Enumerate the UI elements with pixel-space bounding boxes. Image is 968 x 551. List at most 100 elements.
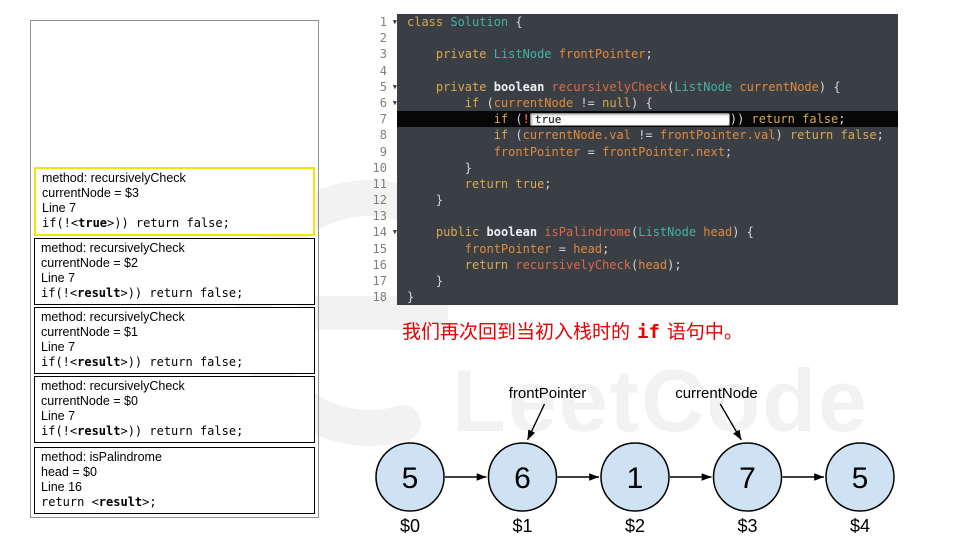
- code-line-highlighted: if (!true)) return false;: [397, 111, 898, 128]
- code-line: frontPointer = frontPointer.next;: [407, 144, 898, 160]
- frame-variable: currentNode = $0: [41, 394, 138, 408]
- fold-chevron-icon[interactable]: ▼: [392, 18, 397, 26]
- gutter-row: 16: [366, 257, 397, 273]
- gutter-row: 3: [366, 46, 397, 62]
- node-value: 5: [402, 462, 419, 495]
- code-token: [407, 258, 465, 272]
- code-token: ;: [838, 112, 846, 127]
- node-address-label: $0: [400, 516, 420, 536]
- code-token: (: [508, 128, 523, 143]
- code-token: !: [522, 112, 530, 127]
- code-token: );: [667, 257, 682, 272]
- line-number: 17: [372, 274, 387, 288]
- code-line: [407, 208, 898, 224]
- list-node: [712, 442, 783, 512]
- frame-line-number: Line 7: [41, 340, 76, 354]
- code-line: [407, 30, 898, 46]
- code-token: return: [751, 112, 795, 127]
- line-number: 10: [372, 160, 387, 175]
- code-token: [407, 225, 436, 239]
- code-token: ): [775, 128, 790, 143]
- code-token: head: [573, 241, 603, 256]
- pointer-label-frontPointer: frontPointer: [509, 385, 587, 402]
- gutter-row: 1▼: [366, 14, 397, 30]
- code-token: frontPointer: [493, 144, 581, 159]
- code-token: }: [407, 274, 444, 288]
- code-token: ;: [724, 144, 733, 159]
- call-stack-panel: method: recursivelyCheck currentNode = $3…: [30, 20, 319, 518]
- code-token: private: [435, 79, 487, 94]
- gutter-row: 10: [366, 160, 397, 176]
- code-token: boolean: [493, 79, 545, 94]
- gutter-row: 2: [366, 30, 397, 46]
- code-token: currentNode: [493, 95, 574, 110]
- frame-method: method: recursivelyCheck: [41, 241, 185, 255]
- code-token: class: [407, 15, 444, 29]
- list-node: [825, 442, 895, 512]
- code-token: head: [703, 225, 733, 240]
- watermark-text: LeetCode: [452, 351, 869, 450]
- frame-code: if(!<result>)) return false;: [41, 286, 244, 300]
- pointer-arrow-currentNode: [719, 403, 742, 441]
- code-token: [407, 96, 465, 110]
- code-token: !=: [573, 95, 603, 110]
- fold-chevron-icon[interactable]: ▼: [392, 82, 397, 91]
- code-token: return: [464, 257, 509, 272]
- frame-code: if(!<result>)) return false;: [41, 355, 244, 369]
- line-number: 14: [372, 225, 387, 240]
- gutter-row: 7: [366, 111, 397, 127]
- code-token: ;: [876, 128, 884, 143]
- code-token: ListNode: [638, 225, 697, 240]
- code-line: class Solution {: [407, 14, 898, 30]
- editor-code-panel: class Solution { private ListNode frontP…: [397, 14, 898, 306]
- code-token: ) {: [631, 95, 653, 110]
- code-token: public: [435, 225, 480, 240]
- code-token: (: [479, 95, 494, 110]
- code-token: if: [493, 112, 509, 127]
- code-line: return recursivelyCheck(head);: [407, 257, 898, 273]
- code-token: private: [435, 47, 487, 62]
- gutter-row: 13: [366, 208, 397, 224]
- code-token: {: [508, 15, 523, 29]
- pointer-arrow-frontPointer: [526, 403, 546, 441]
- gutter-row: 15: [366, 241, 397, 257]
- node-address-label: $1: [512, 516, 532, 536]
- code-token: ) {: [818, 79, 841, 94]
- fold-chevron-icon[interactable]: ▼: [392, 228, 397, 237]
- list-node: [600, 442, 670, 512]
- code-line: }: [407, 160, 898, 176]
- code-token: ListNode: [674, 79, 733, 94]
- code-token: frontPointer: [464, 241, 552, 256]
- code-token: ) {: [732, 225, 754, 240]
- code-token: [407, 145, 494, 159]
- code-token: [486, 80, 493, 94]
- fold-chevron-icon[interactable]: ▼: [392, 98, 397, 107]
- code-token: [407, 47, 436, 61]
- list-node: [487, 442, 558, 512]
- code-token: =: [551, 241, 574, 256]
- code-token: frontPointer.val: [659, 128, 776, 143]
- code-token: !=: [630, 128, 660, 143]
- code-line: if (currentNode.val != frontPointer.val)…: [407, 127, 898, 143]
- code-token: (: [630, 257, 639, 272]
- code-token: ListNode: [493, 47, 552, 62]
- frame-line-number: Line 7: [41, 409, 76, 423]
- code-token: Solution: [450, 15, 509, 29]
- return-value-input[interactable]: true: [529, 113, 730, 127]
- code-token: (: [508, 112, 523, 127]
- code-token: return: [464, 176, 509, 191]
- code-token: frontPointer.next: [602, 144, 725, 159]
- frame-method: method: recursivelyCheck: [41, 310, 185, 324]
- line-number: 15: [372, 241, 387, 256]
- code-token: false: [802, 112, 839, 127]
- code-token: currentNode: [739, 79, 819, 94]
- line-number: 11: [372, 176, 387, 191]
- code-token: isPalindrome: [544, 225, 632, 240]
- frame-variable: currentNode = $3: [42, 186, 139, 200]
- frame-code: return <result>;: [41, 495, 157, 509]
- code-line: private boolean recursivelyCheck(ListNod…: [407, 79, 898, 95]
- code-token: false: [840, 128, 877, 143]
- code-token: [833, 128, 840, 142]
